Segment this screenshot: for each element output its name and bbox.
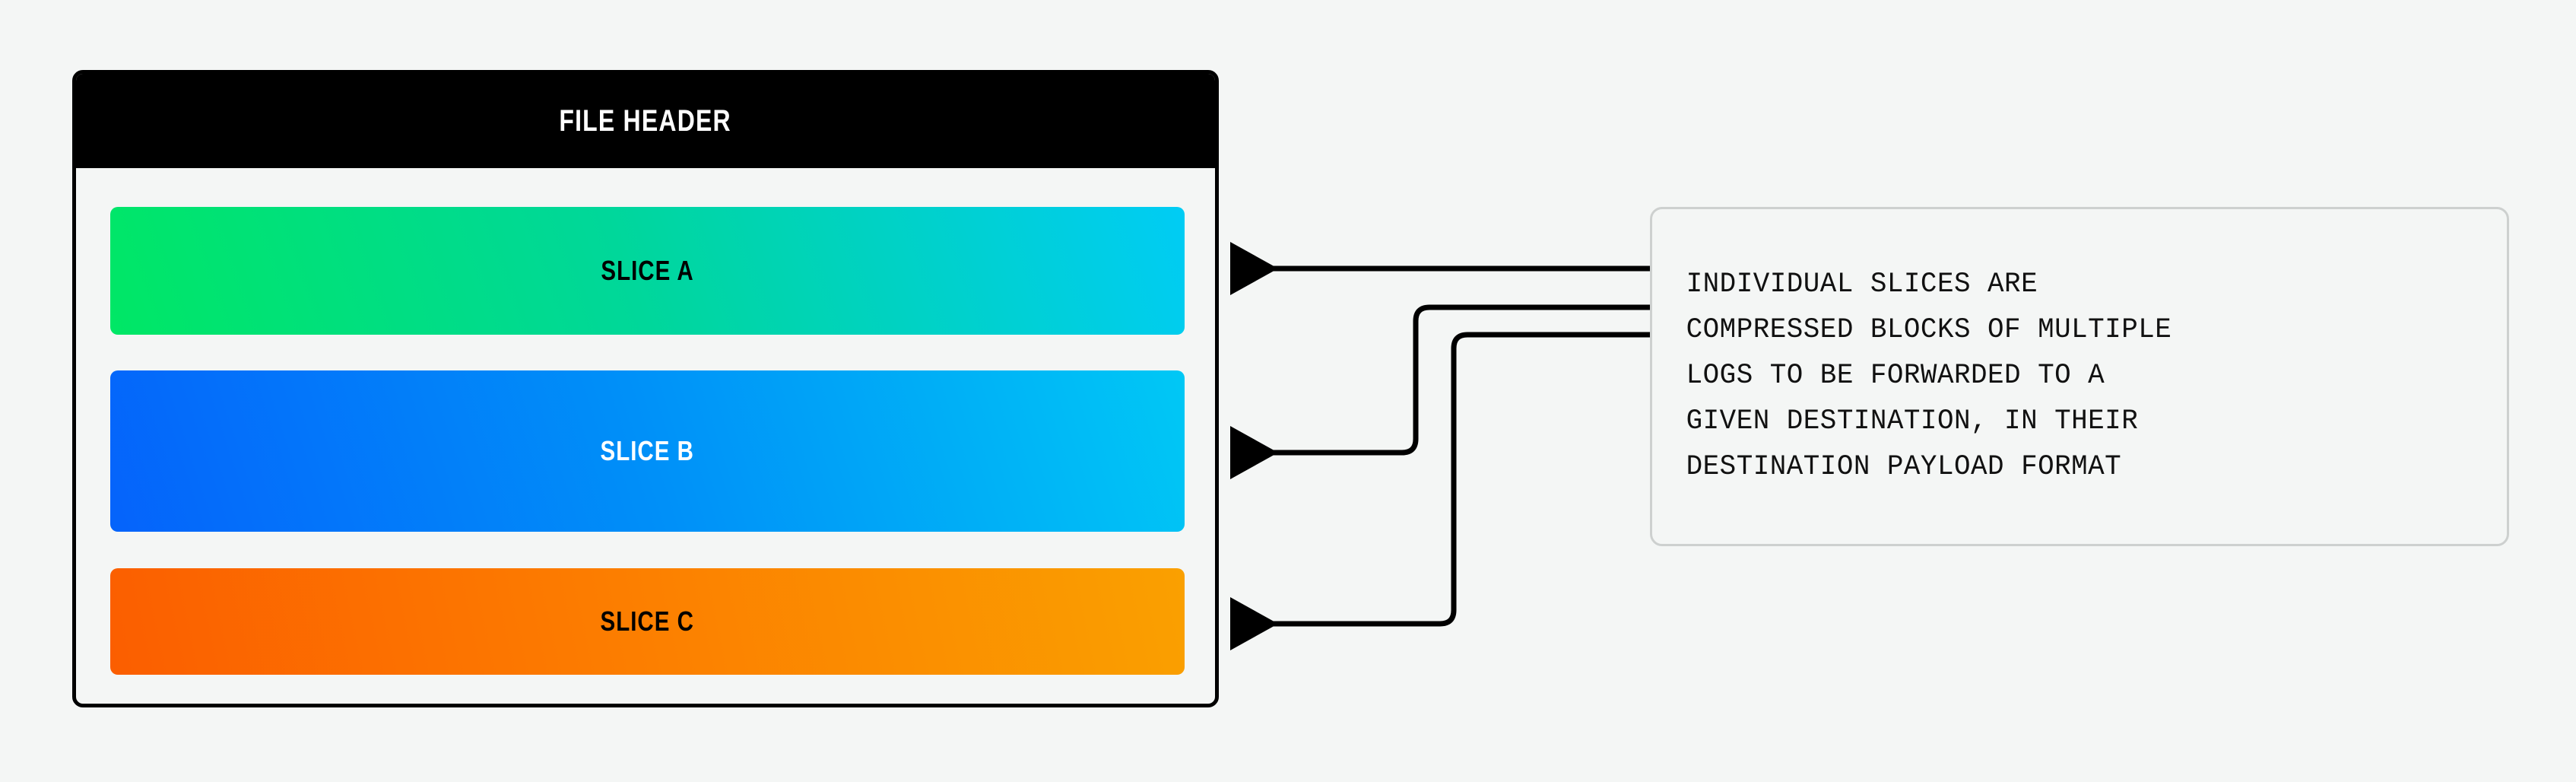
annotation-callout: INDIVIDUAL SLICES ARE COMPRESSED BLOCKS …	[1650, 207, 2509, 546]
slice-a-block: SLICE A	[110, 207, 1185, 335]
file-header-label: FILE HEADER	[559, 103, 732, 138]
connector-to-slice-b	[1230, 304, 1650, 479]
slice-a-label: SLICE A	[601, 255, 694, 286]
slice-b-label: SLICE B	[600, 435, 695, 466]
connector-to-slice-c	[1230, 332, 1650, 650]
file-header-band: FILE HEADER	[76, 74, 1215, 168]
file-container: FILE HEADER SLICE A SLICE B SLICE C	[72, 70, 1219, 707]
slice-b-block: SLICE B	[110, 370, 1185, 532]
slice-c-block: SLICE C	[110, 568, 1185, 675]
annotation-text: INDIVIDUAL SLICES ARE COMPRESSED BLOCKS …	[1686, 269, 2172, 483]
slice-c-label: SLICE C	[600, 606, 695, 637]
